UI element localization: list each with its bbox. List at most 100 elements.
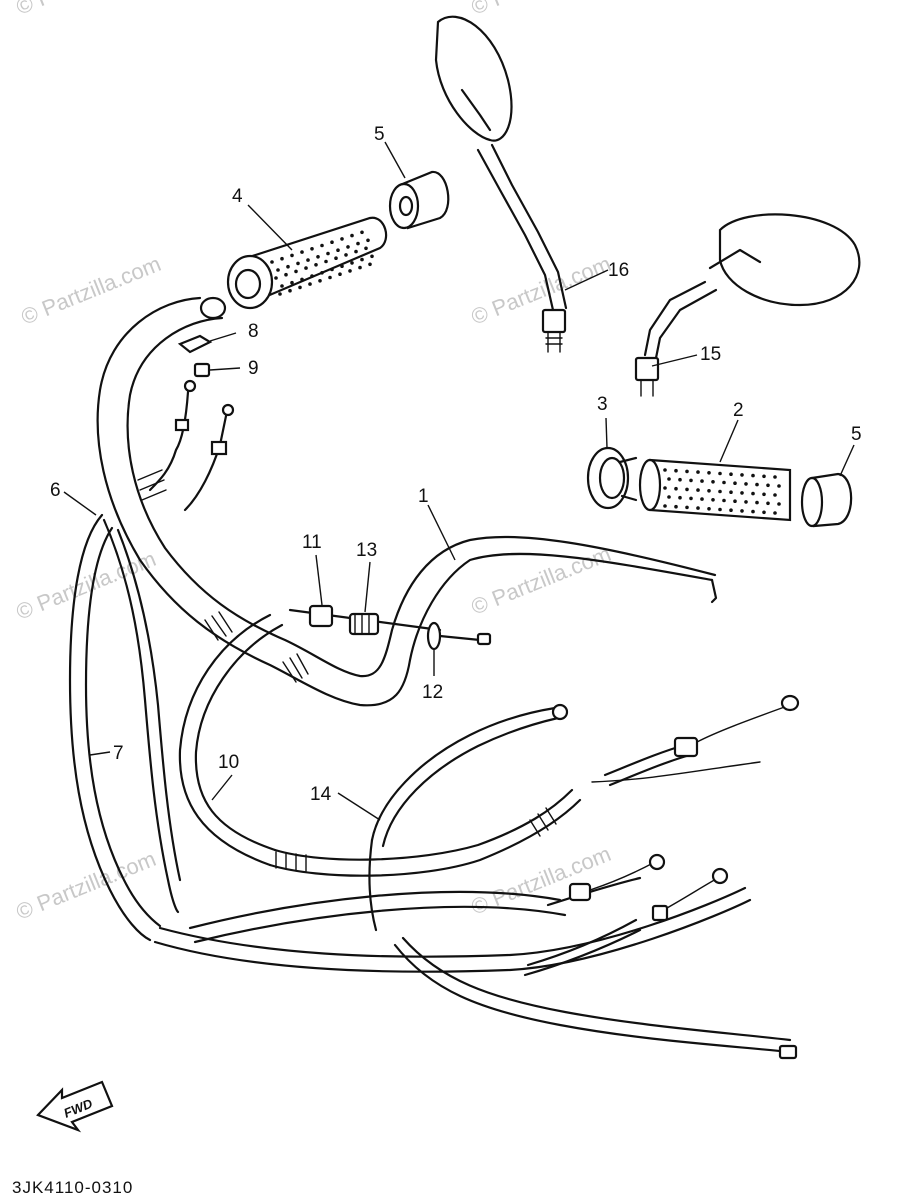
grip-dot — [744, 500, 748, 504]
callout-label: 5 — [851, 424, 862, 445]
callout-label: 5 — [374, 124, 385, 145]
callout-labels: 1 2 3 4 5 5 6 7 8 9 10 11 12 13 14 15 16 — [50, 124, 862, 805]
grip-dot — [674, 486, 678, 491]
grip-dot — [324, 259, 328, 264]
callout-label: 1 — [418, 486, 429, 507]
grip-dot — [326, 251, 330, 256]
drawing-code: 3JK4110-0310 — [12, 1178, 133, 1197]
grip-dot — [308, 282, 312, 286]
grip-dot — [364, 246, 368, 251]
grip-dot — [278, 292, 282, 296]
watermark: © Partzilla.com — [13, 0, 160, 20]
callout-label: 10 — [218, 752, 239, 773]
grip-dot — [358, 265, 362, 270]
grip-dot — [711, 480, 715, 484]
grip-dot — [689, 496, 693, 501]
grip-dot — [356, 241, 360, 246]
grip-dot — [320, 243, 324, 248]
grip-dot — [685, 469, 689, 474]
grip-dot — [674, 468, 678, 473]
watermark: © Partzilla.com — [468, 541, 615, 620]
clamp-hardware — [148, 334, 235, 512]
callout-label: 14 — [310, 784, 332, 805]
grip-dot — [340, 264, 344, 269]
grip-dot — [762, 492, 766, 497]
grip-dot — [707, 489, 711, 493]
callout-label: 6 — [50, 480, 61, 501]
grip-dot — [294, 269, 298, 274]
grip-dot — [663, 468, 667, 472]
grip-dot — [306, 258, 310, 262]
grip-dot — [773, 493, 777, 497]
grip-dot — [298, 285, 302, 290]
callout-label: 8 — [248, 321, 259, 342]
right-grip — [638, 458, 792, 522]
grip-dot — [685, 505, 689, 510]
grip-dot — [751, 509, 755, 514]
grip-end-top — [388, 170, 450, 230]
grip-dot — [270, 260, 274, 264]
mirror-right — [634, 213, 861, 397]
grip-dot — [733, 499, 737, 504]
grip-dot — [340, 237, 344, 241]
grip-dot — [766, 483, 770, 488]
grip-dot — [360, 257, 364, 262]
handlebar — [96, 296, 718, 707]
grip-dot — [740, 491, 744, 495]
grip-dot — [729, 472, 733, 477]
grip-dot — [729, 490, 733, 495]
grip-dot — [274, 276, 278, 280]
callout-label: 13 — [356, 540, 377, 561]
grip-dot — [674, 504, 678, 509]
mirror-left — [434, 15, 568, 353]
grip-dot — [290, 253, 294, 258]
grip-dot — [707, 471, 711, 475]
plate — [177, 334, 213, 354]
callout-label: 3 — [597, 394, 608, 415]
grip-dot — [777, 484, 781, 488]
grip-dot — [316, 254, 320, 259]
grip-dot — [678, 477, 682, 482]
grip-dot — [718, 507, 722, 512]
grip-dot — [718, 489, 722, 494]
grip-dot — [370, 254, 374, 259]
watermark: © Partzilla.com — [13, 846, 160, 925]
grip-dot — [773, 475, 777, 479]
grip-dot — [722, 498, 726, 503]
watermark: © Partzilla.com — [468, 251, 615, 330]
grip-dot — [773, 511, 777, 515]
grip-dot — [700, 497, 704, 501]
grip-dot — [280, 284, 284, 288]
callout-label: 11 — [302, 532, 322, 553]
grip-dot — [762, 474, 766, 479]
callout-label: 16 — [608, 260, 629, 281]
grip-dot — [360, 230, 364, 235]
grip-dot — [722, 480, 726, 485]
grip-dot — [729, 508, 733, 512]
grip-dot — [300, 250, 304, 254]
grip-end-right — [800, 472, 853, 528]
left-grip — [226, 216, 388, 310]
grip-dot — [777, 502, 781, 506]
grip-dot — [320, 271, 324, 275]
grip-dot — [740, 509, 744, 513]
grip-dot — [766, 501, 770, 506]
grip-dot — [689, 478, 693, 483]
grip-dot — [762, 510, 766, 515]
grip-dot — [330, 267, 334, 272]
grip-dot — [707, 507, 711, 511]
callout-label: 7 — [113, 743, 124, 764]
grip-dot — [346, 245, 350, 249]
grip-dot — [733, 481, 737, 486]
grip-dot — [700, 479, 704, 483]
grip-dot — [280, 256, 284, 261]
grip-dot — [344, 253, 348, 257]
grip-dot — [663, 504, 667, 508]
grip-dots — [663, 468, 781, 515]
watermark: © Partzilla.com — [18, 251, 165, 330]
grip-dot — [740, 473, 744, 477]
grip-dot — [696, 470, 700, 474]
grip-dot — [284, 272, 288, 277]
grip-dot — [300, 277, 304, 282]
grip-dot — [334, 256, 338, 261]
